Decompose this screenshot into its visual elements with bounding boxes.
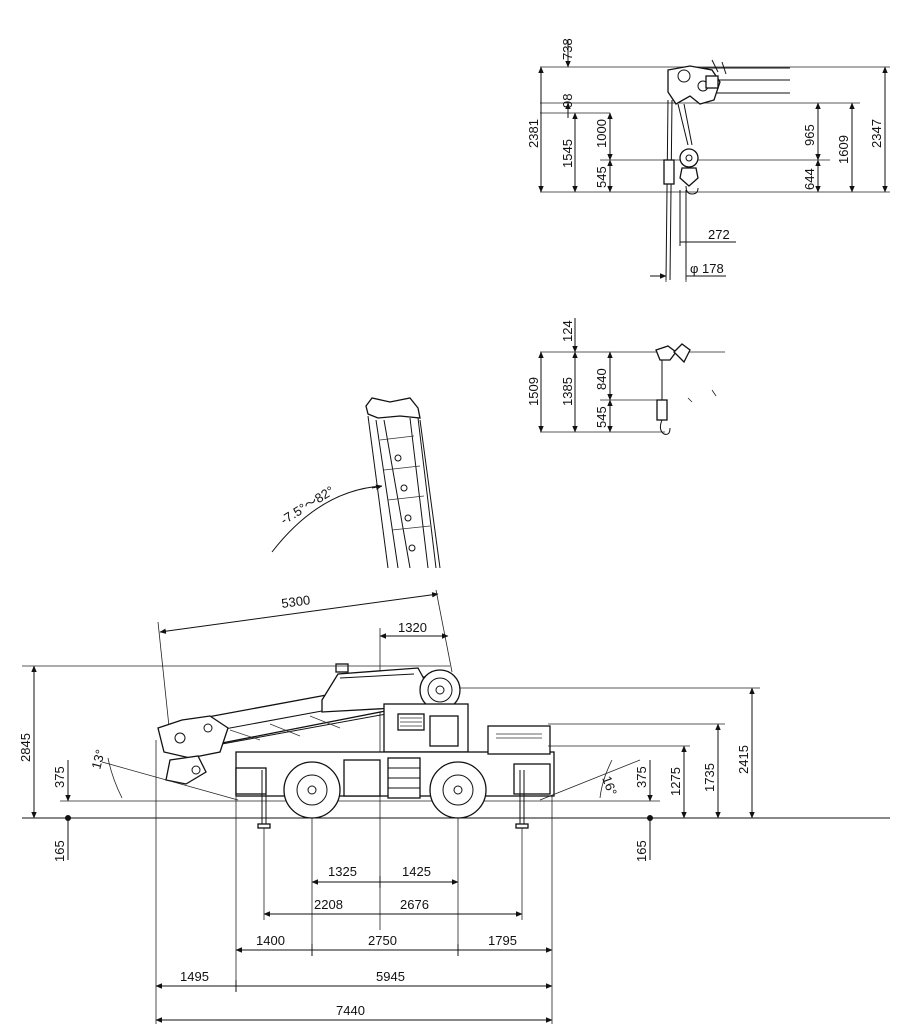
wheel-rear	[429, 761, 487, 819]
wheel-front	[283, 761, 341, 819]
hook-a-right-upper: 965	[802, 124, 817, 146]
hook-b-top-offset: 124	[560, 320, 575, 342]
hook-b-mid-left: 1385	[560, 377, 575, 406]
outriggers	[257, 770, 529, 829]
single-hook-b	[655, 343, 717, 435]
dim-row1-left: 1325	[328, 864, 357, 879]
dim-row3-right: 1795	[488, 933, 517, 948]
dim-total-length: 7440	[336, 1003, 365, 1018]
sheave-head	[667, 59, 727, 105]
winch-drum	[383, 669, 469, 753]
cab-height: 2415	[736, 745, 751, 774]
hook-b-lower-left: 545	[594, 406, 609, 428]
outrigger-right: 165	[634, 840, 649, 862]
hook-a-upper-left: 1000	[594, 119, 609, 148]
hook-a-lower-left: 545	[594, 166, 609, 188]
dim-row2-right: 2676	[400, 897, 429, 912]
dim-row3-left: 1400	[256, 933, 285, 948]
dim-row4-left: 1495	[180, 969, 209, 984]
boom-length: 5300	[280, 592, 311, 611]
front-overhang: 1320	[398, 620, 427, 635]
hook-block-a	[663, 99, 699, 281]
outrigger-left: 165	[52, 840, 67, 862]
dim-row4-right: 5945	[376, 969, 405, 984]
dim-row2-left: 2208	[314, 897, 343, 912]
deck-height: 1735	[702, 763, 717, 792]
hook-a-right-total1: 1609	[836, 135, 851, 164]
hook-a-diameter: φ 178	[690, 261, 724, 276]
total-height: 2845	[18, 733, 33, 762]
hook-a-gap: 98	[560, 94, 575, 108]
hook-b-total-left: 1509	[526, 377, 541, 406]
hook-a-mid-left: 1545	[560, 139, 575, 168]
approach-angle: 13°	[88, 748, 108, 771]
hook-detail-a: 738 98 2381 1545 1000 545 965 644 1609 2…	[526, 38, 890, 282]
clearance-left: 375	[52, 766, 67, 788]
raised-boom: -7.5°～82°	[271, 397, 441, 569]
hook-a-right-total2: 2347	[869, 119, 884, 148]
bottom-dimensions: 1325 1425 2208 2676 1400 2750 1795 1495 …	[155, 740, 553, 1024]
crane-side-view: 5300 1320	[18, 589, 890, 930]
hook-a-right-lower: 644	[802, 168, 817, 190]
dim-row1-right: 1425	[402, 864, 431, 879]
hook-b-upper-left: 840	[594, 368, 609, 390]
rear-height: 1275	[668, 767, 683, 796]
dim-row3-mid: 2750	[368, 933, 397, 948]
hook-a-total-left: 2381	[526, 119, 541, 148]
hook-detail-b: 124 1509 1385 840 545	[526, 318, 725, 435]
hook-a-top-offset: 738	[560, 38, 575, 60]
clearance-right: 375	[634, 766, 649, 788]
hook-a-width: 272	[708, 227, 730, 242]
departure-angle: 16°	[599, 774, 620, 798]
boom-angle-range: -7.5°～82°	[278, 483, 337, 528]
